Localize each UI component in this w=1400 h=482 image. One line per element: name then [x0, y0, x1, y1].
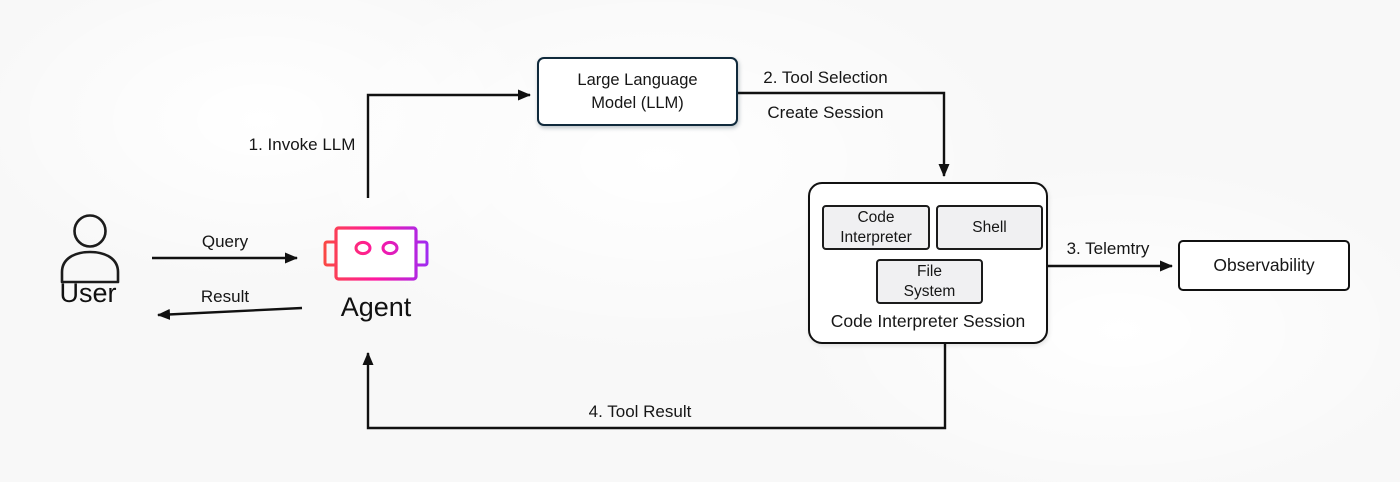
file-system-node: File System	[876, 259, 983, 304]
code-interpreter-node: Code Interpreter	[822, 205, 930, 250]
tool-selection-arrow	[738, 91, 950, 177]
shell-label: Shell	[972, 218, 1007, 236]
file-system-label: File System	[903, 263, 956, 300]
telemetry-edge-label: 3. Telemtry	[1066, 239, 1150, 258]
code-interpreter-session-node: Code Interpreter Shell File System Code …	[808, 182, 1048, 344]
invoke-llm-edge-label: 1. Invoke LLM	[248, 135, 356, 154]
observability-label: Observability	[1213, 255, 1315, 275]
person-outline-icon	[60, 214, 120, 284]
tool-selection-edge-label: 2. Tool Selection	[763, 68, 888, 87]
llm-node: Large Language Model (LLM)	[537, 57, 738, 126]
tool-result-edge-label: 4. Tool Result	[588, 402, 692, 421]
query-edge-label: Query	[201, 232, 249, 251]
session-title: Code Interpreter Session	[830, 311, 1026, 331]
observability-node: Observability	[1178, 240, 1350, 291]
invoke-llm-arrow	[366, 89, 531, 198]
result-edge-label: Result	[200, 287, 250, 306]
tool-result-arrow	[362, 344, 947, 430]
user-label: User	[59, 278, 117, 308]
create-session-edge-label: Create Session	[767, 103, 884, 122]
code-interpreter-label: Code Interpreter	[840, 209, 912, 246]
shell-node: Shell	[936, 205, 1043, 250]
agent-label: Agent	[340, 292, 412, 322]
llm-label: Large Language Model (LLM)	[577, 71, 698, 112]
result-arrow	[157, 306, 303, 320]
robot-icon	[323, 226, 429, 281]
